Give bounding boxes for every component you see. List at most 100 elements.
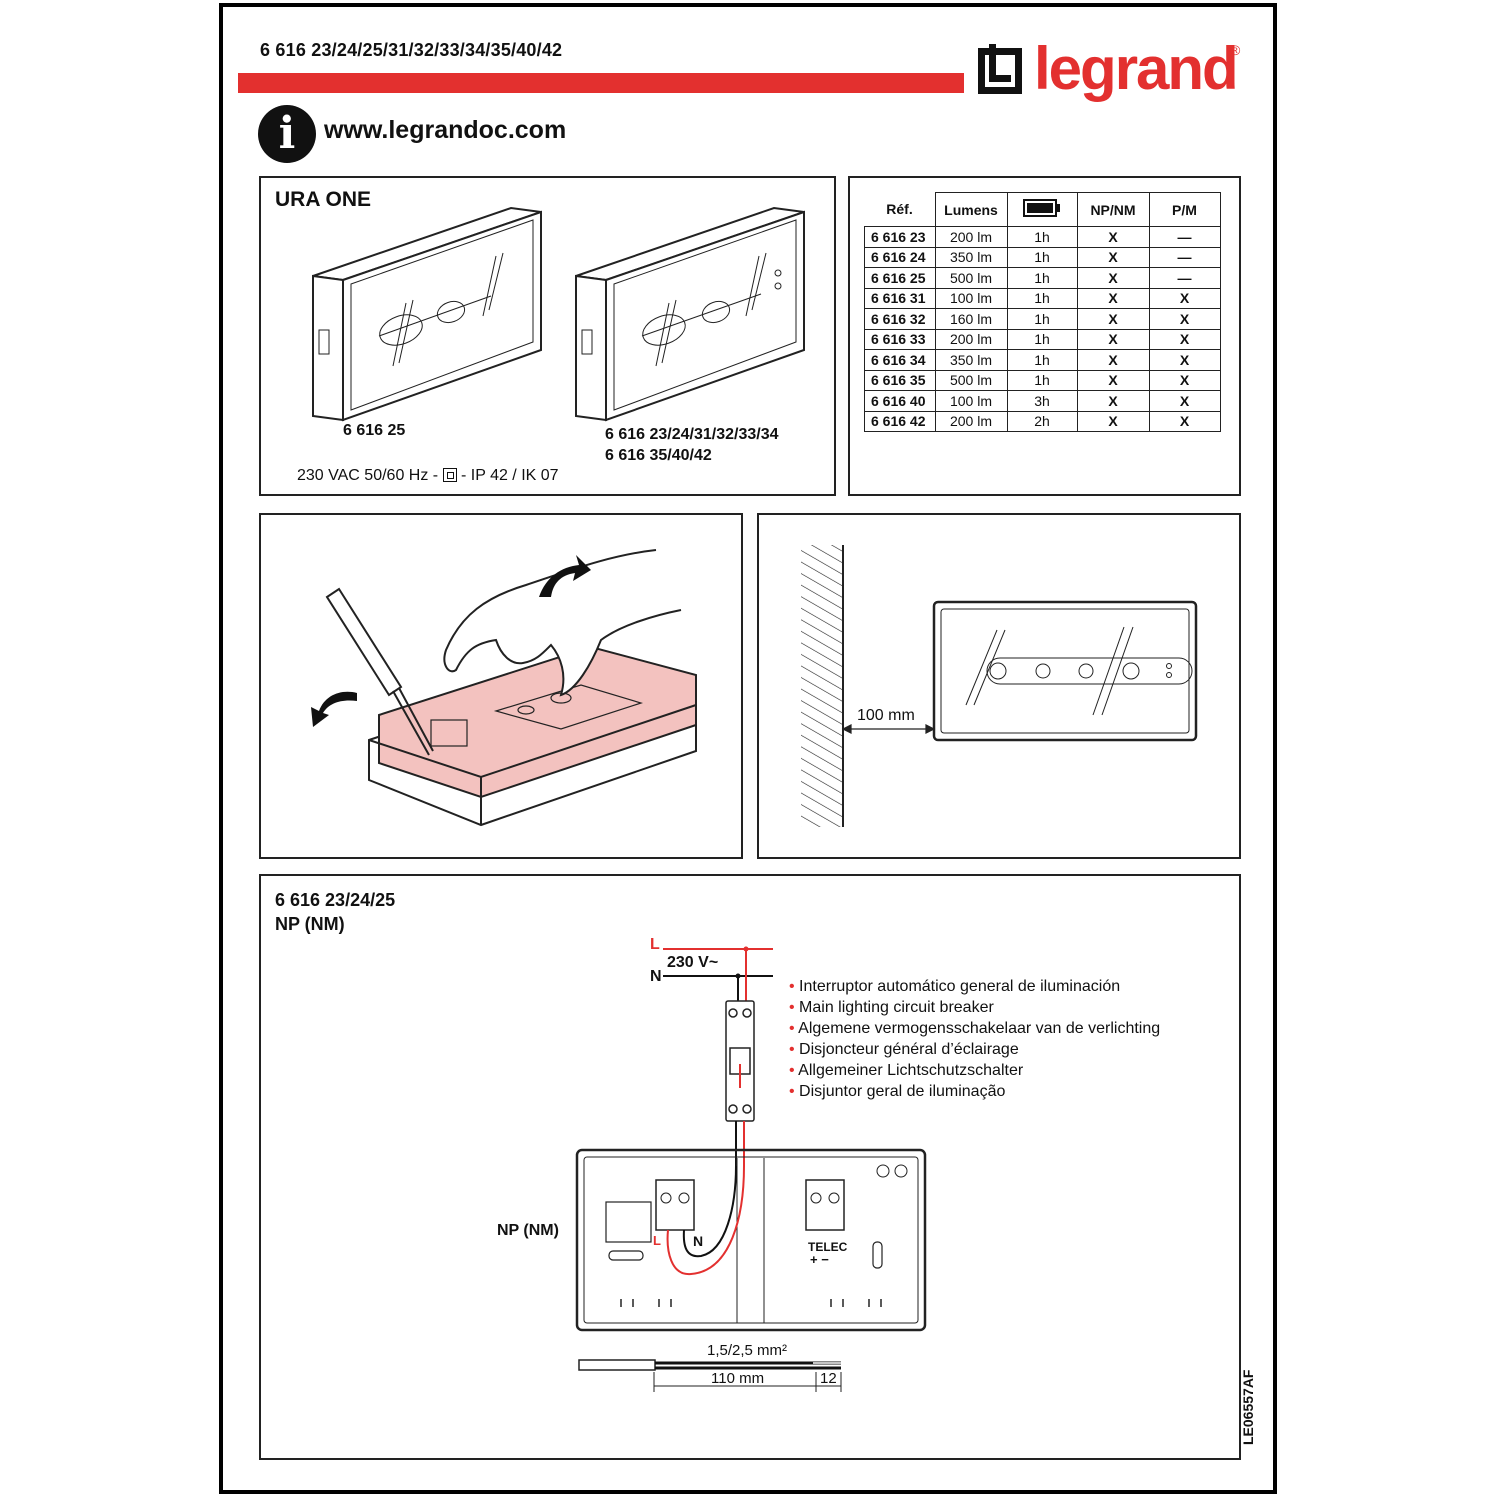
header-red-bar xyxy=(238,73,964,93)
cell-autonomy: 1h xyxy=(1006,369,1078,391)
telec-polarity: + − xyxy=(810,1252,829,1267)
reference-title: 6 616 23/24/25/31/32/33/34/35/40/42 xyxy=(260,40,563,60)
strip-length-label: 110 mm xyxy=(711,1370,765,1387)
page-frame xyxy=(219,3,1277,1494)
mounting-distance-label: 100 mm xyxy=(857,707,915,724)
cable-section-label: 1,5/2,5 mm² xyxy=(707,1342,788,1359)
cell-np-nm: X xyxy=(1076,226,1150,248)
cell-lumens: 200 lm xyxy=(934,410,1008,432)
line-L-label: L xyxy=(650,936,660,953)
cell-np-nm: X xyxy=(1076,390,1150,412)
cell-autonomy: 1h xyxy=(1006,226,1078,248)
col-np-nm: NP/NM xyxy=(1076,192,1150,227)
cell-p-m: — xyxy=(1148,267,1221,289)
breaker-label-nl: Algemene vermogensschakelaar van de verl… xyxy=(789,1018,1160,1039)
col-p-m: P/M xyxy=(1148,192,1221,227)
cell-lumens: 350 lm xyxy=(934,349,1008,371)
spec-ip-ik: - IP 42 / IK 07 xyxy=(461,467,559,484)
breaker-legend: Interruptor automático general de ilumin… xyxy=(789,976,1160,1102)
telec-label: TELEC xyxy=(808,1240,848,1254)
product-ref-right-1: 6 616 23/24/31/32/33/34 xyxy=(605,426,779,443)
legrand-logo-mark xyxy=(978,44,1022,94)
cell-np-nm: X xyxy=(1076,267,1150,289)
cell-lumens: 160 lm xyxy=(934,308,1008,330)
cell-p-m: X xyxy=(1148,287,1221,309)
cell-ref: 6 616 32 xyxy=(864,308,936,330)
col-lumens: Lumens xyxy=(934,192,1008,227)
cell-np-nm: X xyxy=(1076,369,1150,391)
cell-p-m: X xyxy=(1148,349,1221,371)
opening-illustration xyxy=(311,549,697,827)
cell-p-m: X xyxy=(1148,328,1221,350)
wiring-panel: 6 616 23/24/25 NP (NM) xyxy=(259,874,1241,1460)
cell-p-m: X xyxy=(1148,410,1221,432)
product-ref-left: 6 616 25 xyxy=(343,422,406,439)
mounting-panel: 100 mm xyxy=(757,513,1241,859)
distance-dimension xyxy=(841,724,936,734)
cell-lumens: 500 lm xyxy=(934,267,1008,289)
cell-autonomy: 1h xyxy=(1006,246,1078,268)
cell-np-nm: X xyxy=(1076,287,1150,309)
cell-lumens: 500 lm xyxy=(934,369,1008,391)
terminal-L-label: L xyxy=(653,1233,661,1248)
electrical-spec: 230 VAC 50/60 Hz - - IP 42 / IK 07 xyxy=(297,466,559,485)
cell-ref: 6 616 31 xyxy=(864,287,936,309)
col-ref: Réf. xyxy=(864,192,936,227)
wiring-ref: 6 616 23/24/25 xyxy=(275,890,396,910)
product-panel: URA ONE xyxy=(259,176,836,496)
battery-icon xyxy=(1023,199,1060,217)
documentation-url[interactable]: www.legrandoc.com xyxy=(324,116,567,144)
cell-ref: 6 616 42 xyxy=(864,410,936,432)
voltage-label: 230 V~ xyxy=(667,954,719,971)
cell-lumens: 100 lm xyxy=(934,287,1008,309)
legrand-logo: legrand ® xyxy=(978,35,1243,112)
luminaire-626623-range xyxy=(575,206,805,422)
cell-autonomy: 1h xyxy=(1006,349,1078,371)
wiring-mode: NP (NM) xyxy=(275,914,345,934)
cell-p-m: X xyxy=(1148,390,1221,412)
cell-autonomy: 2h xyxy=(1006,410,1078,432)
document-code: LE06557AF xyxy=(1240,1369,1256,1445)
feed-wires xyxy=(735,1121,745,1166)
luminaire-626625 xyxy=(312,206,542,422)
cell-lumens: 200 lm xyxy=(934,226,1008,248)
product-illustration xyxy=(312,206,805,422)
lift-arrow-icon xyxy=(539,555,591,597)
cell-ref: 6 616 33 xyxy=(864,328,936,350)
opening-panel xyxy=(259,513,743,859)
cell-np-nm: X xyxy=(1076,410,1150,432)
line-N-label: N xyxy=(650,968,662,985)
cell-ref: 6 616 23 xyxy=(864,226,936,248)
pry-arrow-icon xyxy=(311,691,357,727)
class-ii-icon xyxy=(442,468,457,482)
breaker-label-fr: Disjoncteur général d’éclairage xyxy=(789,1039,1160,1060)
cell-ref: 6 616 35 xyxy=(864,369,936,391)
product-ref-right-2: 6 616 35/40/42 xyxy=(605,447,712,464)
breaker-label-de: Allgemeiner Lichtschutzschalter xyxy=(789,1060,1160,1081)
cell-autonomy: 1h xyxy=(1006,328,1078,350)
cell-autonomy: 3h xyxy=(1006,390,1078,412)
cell-ref: 6 616 34 xyxy=(864,349,936,371)
terminal-N-label: N xyxy=(693,1233,704,1249)
cell-p-m: X xyxy=(1148,308,1221,330)
wiring-title: 6 616 23/24/25 NP (NM) xyxy=(275,888,395,936)
table-header-row: Réf. Lumens NP/NM P/M xyxy=(864,192,1221,227)
cell-p-m: — xyxy=(1148,226,1221,248)
supply-lines xyxy=(663,946,773,1003)
cell-ref: 6 616 24 xyxy=(864,246,936,268)
spec-voltage: 230 VAC 50/60 Hz - xyxy=(297,467,439,484)
cell-autonomy: 1h xyxy=(1006,267,1078,289)
registered-mark: ® xyxy=(1230,42,1241,58)
cell-lumens: 200 lm xyxy=(934,328,1008,350)
cell-autonomy: 1h xyxy=(1006,287,1078,309)
cell-lumens: 100 lm xyxy=(934,390,1008,412)
screwdriver-icon xyxy=(325,587,434,756)
